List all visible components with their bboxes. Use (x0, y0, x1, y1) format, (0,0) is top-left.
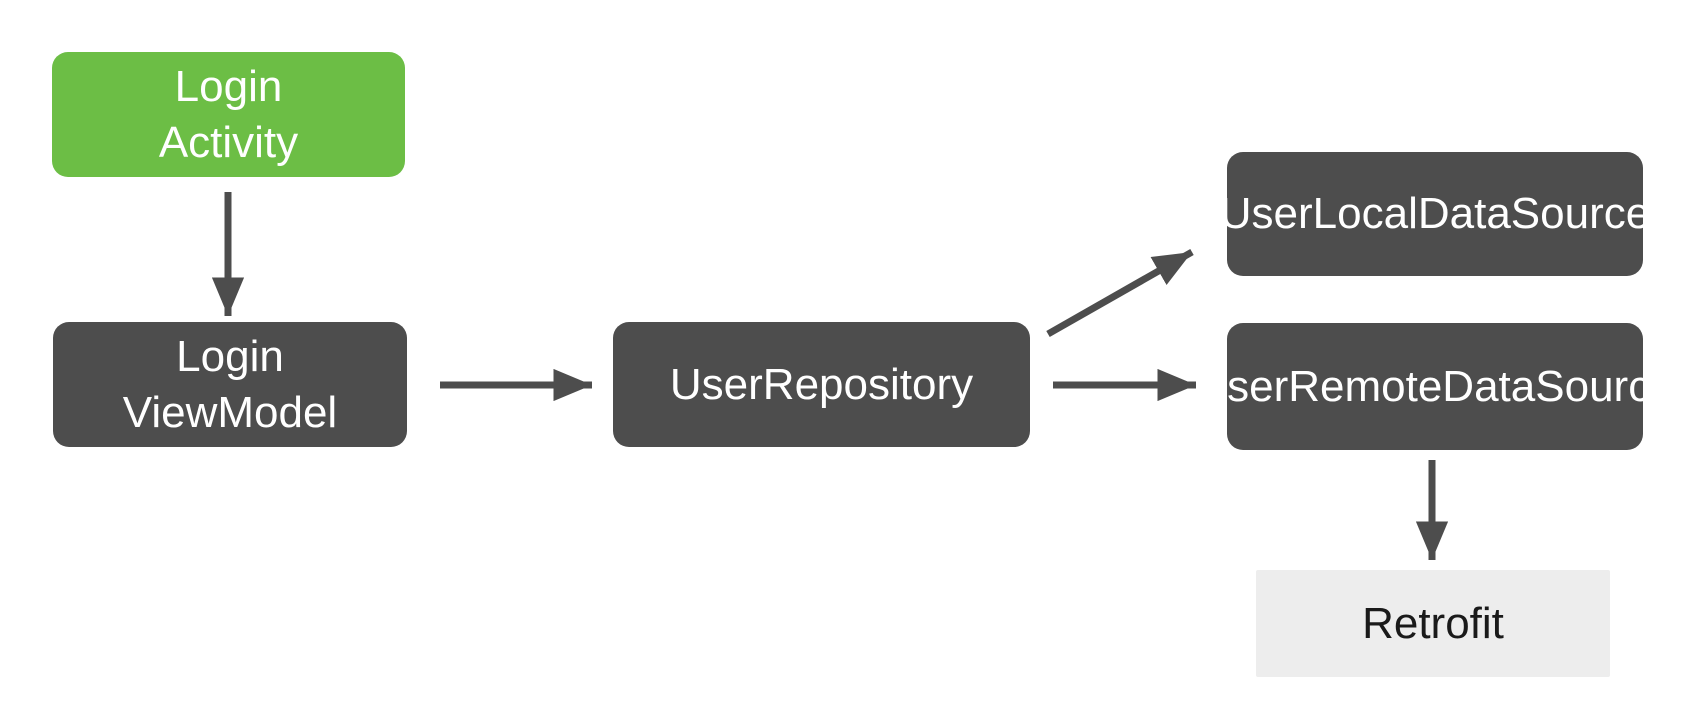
node-retrofit: Retrofit (1256, 570, 1610, 677)
node-user-repository: UserRepository (613, 322, 1030, 447)
arrow-repository-to-local-source (1046, 248, 1194, 338)
node-user-local-data-source: UserLocalDataSource (1220, 152, 1650, 276)
node-user-remote-data-source: UserRemoteDataSource (1195, 323, 1675, 450)
node-login-viewmodel: Login ViewModel (53, 322, 407, 447)
node-login-activity: Login Activity (52, 52, 405, 177)
